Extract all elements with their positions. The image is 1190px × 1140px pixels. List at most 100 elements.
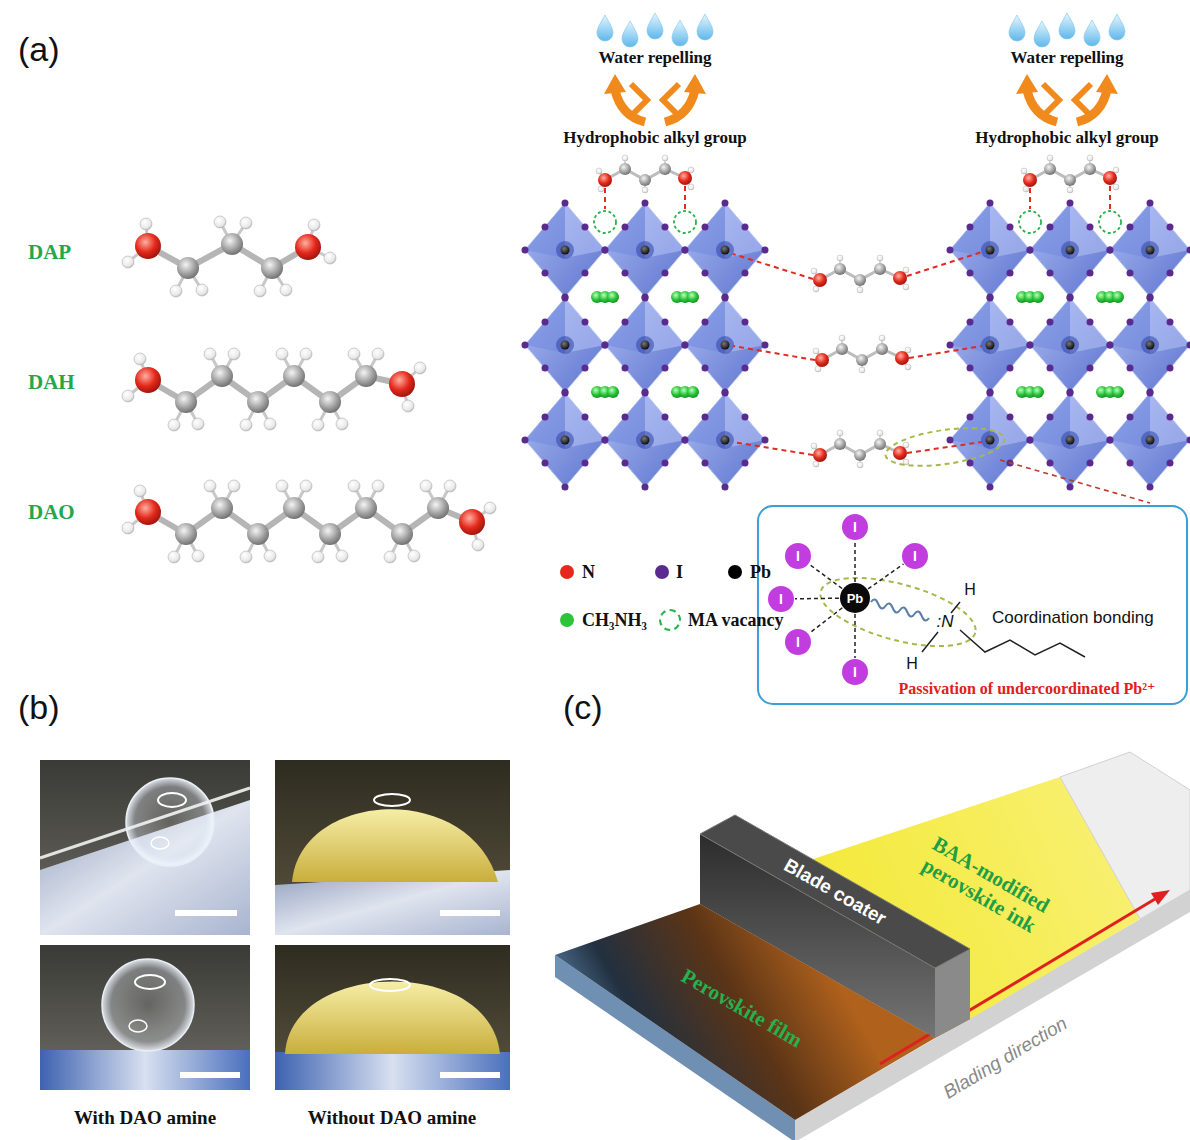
molecule-dao [427,497,449,519]
water-repelling-icon [1009,13,1125,122]
photo-caption: With DAO amine [74,1107,216,1129]
photo-with-dao-bottom [129,1020,147,1032]
molecule-dao [264,550,276,562]
panel-label: (b) [18,688,60,727]
hydrogen-bond [733,252,982,455]
molecule-dao [276,480,288,492]
annotation-text: Hydrophobic alkyl group [975,128,1159,148]
coordination-sketch [871,599,929,620]
molecule-dao [134,485,146,497]
photo-with-dao-bottom [40,945,250,1090]
blade-coating-setup [555,752,1190,1140]
molecule-name: DAP [28,240,71,264]
hydrogen-bond [605,186,1110,455]
ma-vacancy [674,211,696,233]
annotation-text: Hydrophobic alkyl group [563,128,747,148]
molecule-dao [384,551,396,563]
molecule-dao [122,522,134,534]
perovskite-lattice [682,200,769,301]
molecule-dao [175,523,197,545]
perovskite-lattice [671,291,699,303]
photo-without-dao-bottom [370,979,410,991]
molecule-dao [484,502,496,514]
photo-with-dao-top [158,793,186,807]
panel-label: (c) [563,688,603,727]
molecule-dao [312,551,324,563]
coordination-sketch [922,602,960,652]
photo-without-dao-bottom [275,945,510,1090]
photo-with-dao-top [175,910,237,916]
molecule-dao [300,480,312,492]
iodide-atom: I [902,543,928,569]
direction-label: Blading direction [939,1012,1071,1103]
molecule-dao [240,551,252,563]
annotation-text: Water repelling [1010,48,1123,68]
perovskite-lattice [947,390,1034,491]
molecule-dah [128,354,420,425]
molecule-dao [283,497,305,519]
ink-region: BAA-modified perovskite ink [904,824,1067,946]
photo-without-dao-top [275,760,510,935]
photo-without-dao-top [374,794,410,806]
molecule-dah [300,348,312,360]
perovskite-lattice [522,295,609,396]
perovskite-lattice [1107,295,1190,396]
legend-text: Pb [750,562,771,583]
panel-label: (a) [18,30,60,69]
molecule-dao [459,509,485,535]
molecule-dao [192,550,204,562]
molecule-dah [372,348,384,360]
coordination-bond-line [854,614,856,658]
water-repelling-icon [597,13,1125,122]
region-text: Perovskite film [662,955,821,1061]
region-text: Blade coater [743,832,928,950]
atom-symbol: I [796,635,800,649]
atom-symbol: I [913,549,917,563]
callout-box: Coordination bondingPassivation of under… [757,505,1188,705]
blade-coating-setup [1151,890,1170,905]
molecule-dap [295,234,321,260]
perovskite-lattice [1107,390,1190,491]
blade-coater: Blade coater [743,832,928,950]
legend-swatch [659,609,681,631]
molecule-dah [355,365,377,387]
coordination-sketch [960,630,1085,657]
atom-label: H [964,581,976,599]
iodide-atom: I [785,543,811,569]
perovskite-lattice [591,291,619,303]
molecule-dao [319,523,341,545]
molecule-dao [168,551,180,563]
iodide-atom: I [842,659,868,685]
photo-without-dao-top [275,760,510,935]
perovskite-lattice [1027,200,1114,301]
photo-with-dao-top [40,760,250,935]
molecule-dah [192,418,204,430]
molecule-dap [308,219,320,231]
molecule-dao [122,480,496,563]
atom-symbol: I [853,520,857,534]
perovskite-lattice [1027,390,1114,491]
photo-with-dao-top [40,760,250,935]
photo-with-dao-top [151,837,169,849]
molecule-dap [324,252,336,264]
perovskite-lattice [671,386,699,398]
coordination-bond-line [854,541,856,582]
perovskite-lattice [1096,291,1124,303]
molecule-dao [211,497,233,519]
molecule-dah [175,391,197,413]
molecule-dao [135,499,161,525]
photo-with-dao-bottom [40,945,250,1090]
molecule-dah [276,348,288,360]
molecule-dah [228,348,240,360]
perovskite-lattice [522,200,1190,491]
iodide-atom: I [842,514,868,540]
film-region: Perovskite film [662,955,821,1061]
molecule-dao [128,486,490,557]
photo-with-dao-bottom [40,1050,250,1090]
region-text: BAA-modified perovskite ink [904,824,1067,946]
molecule-dah [204,348,216,360]
photo-with-dao-bottom [102,959,194,1051]
ma-vacancy [594,211,1121,233]
molecule-dap [135,233,161,259]
